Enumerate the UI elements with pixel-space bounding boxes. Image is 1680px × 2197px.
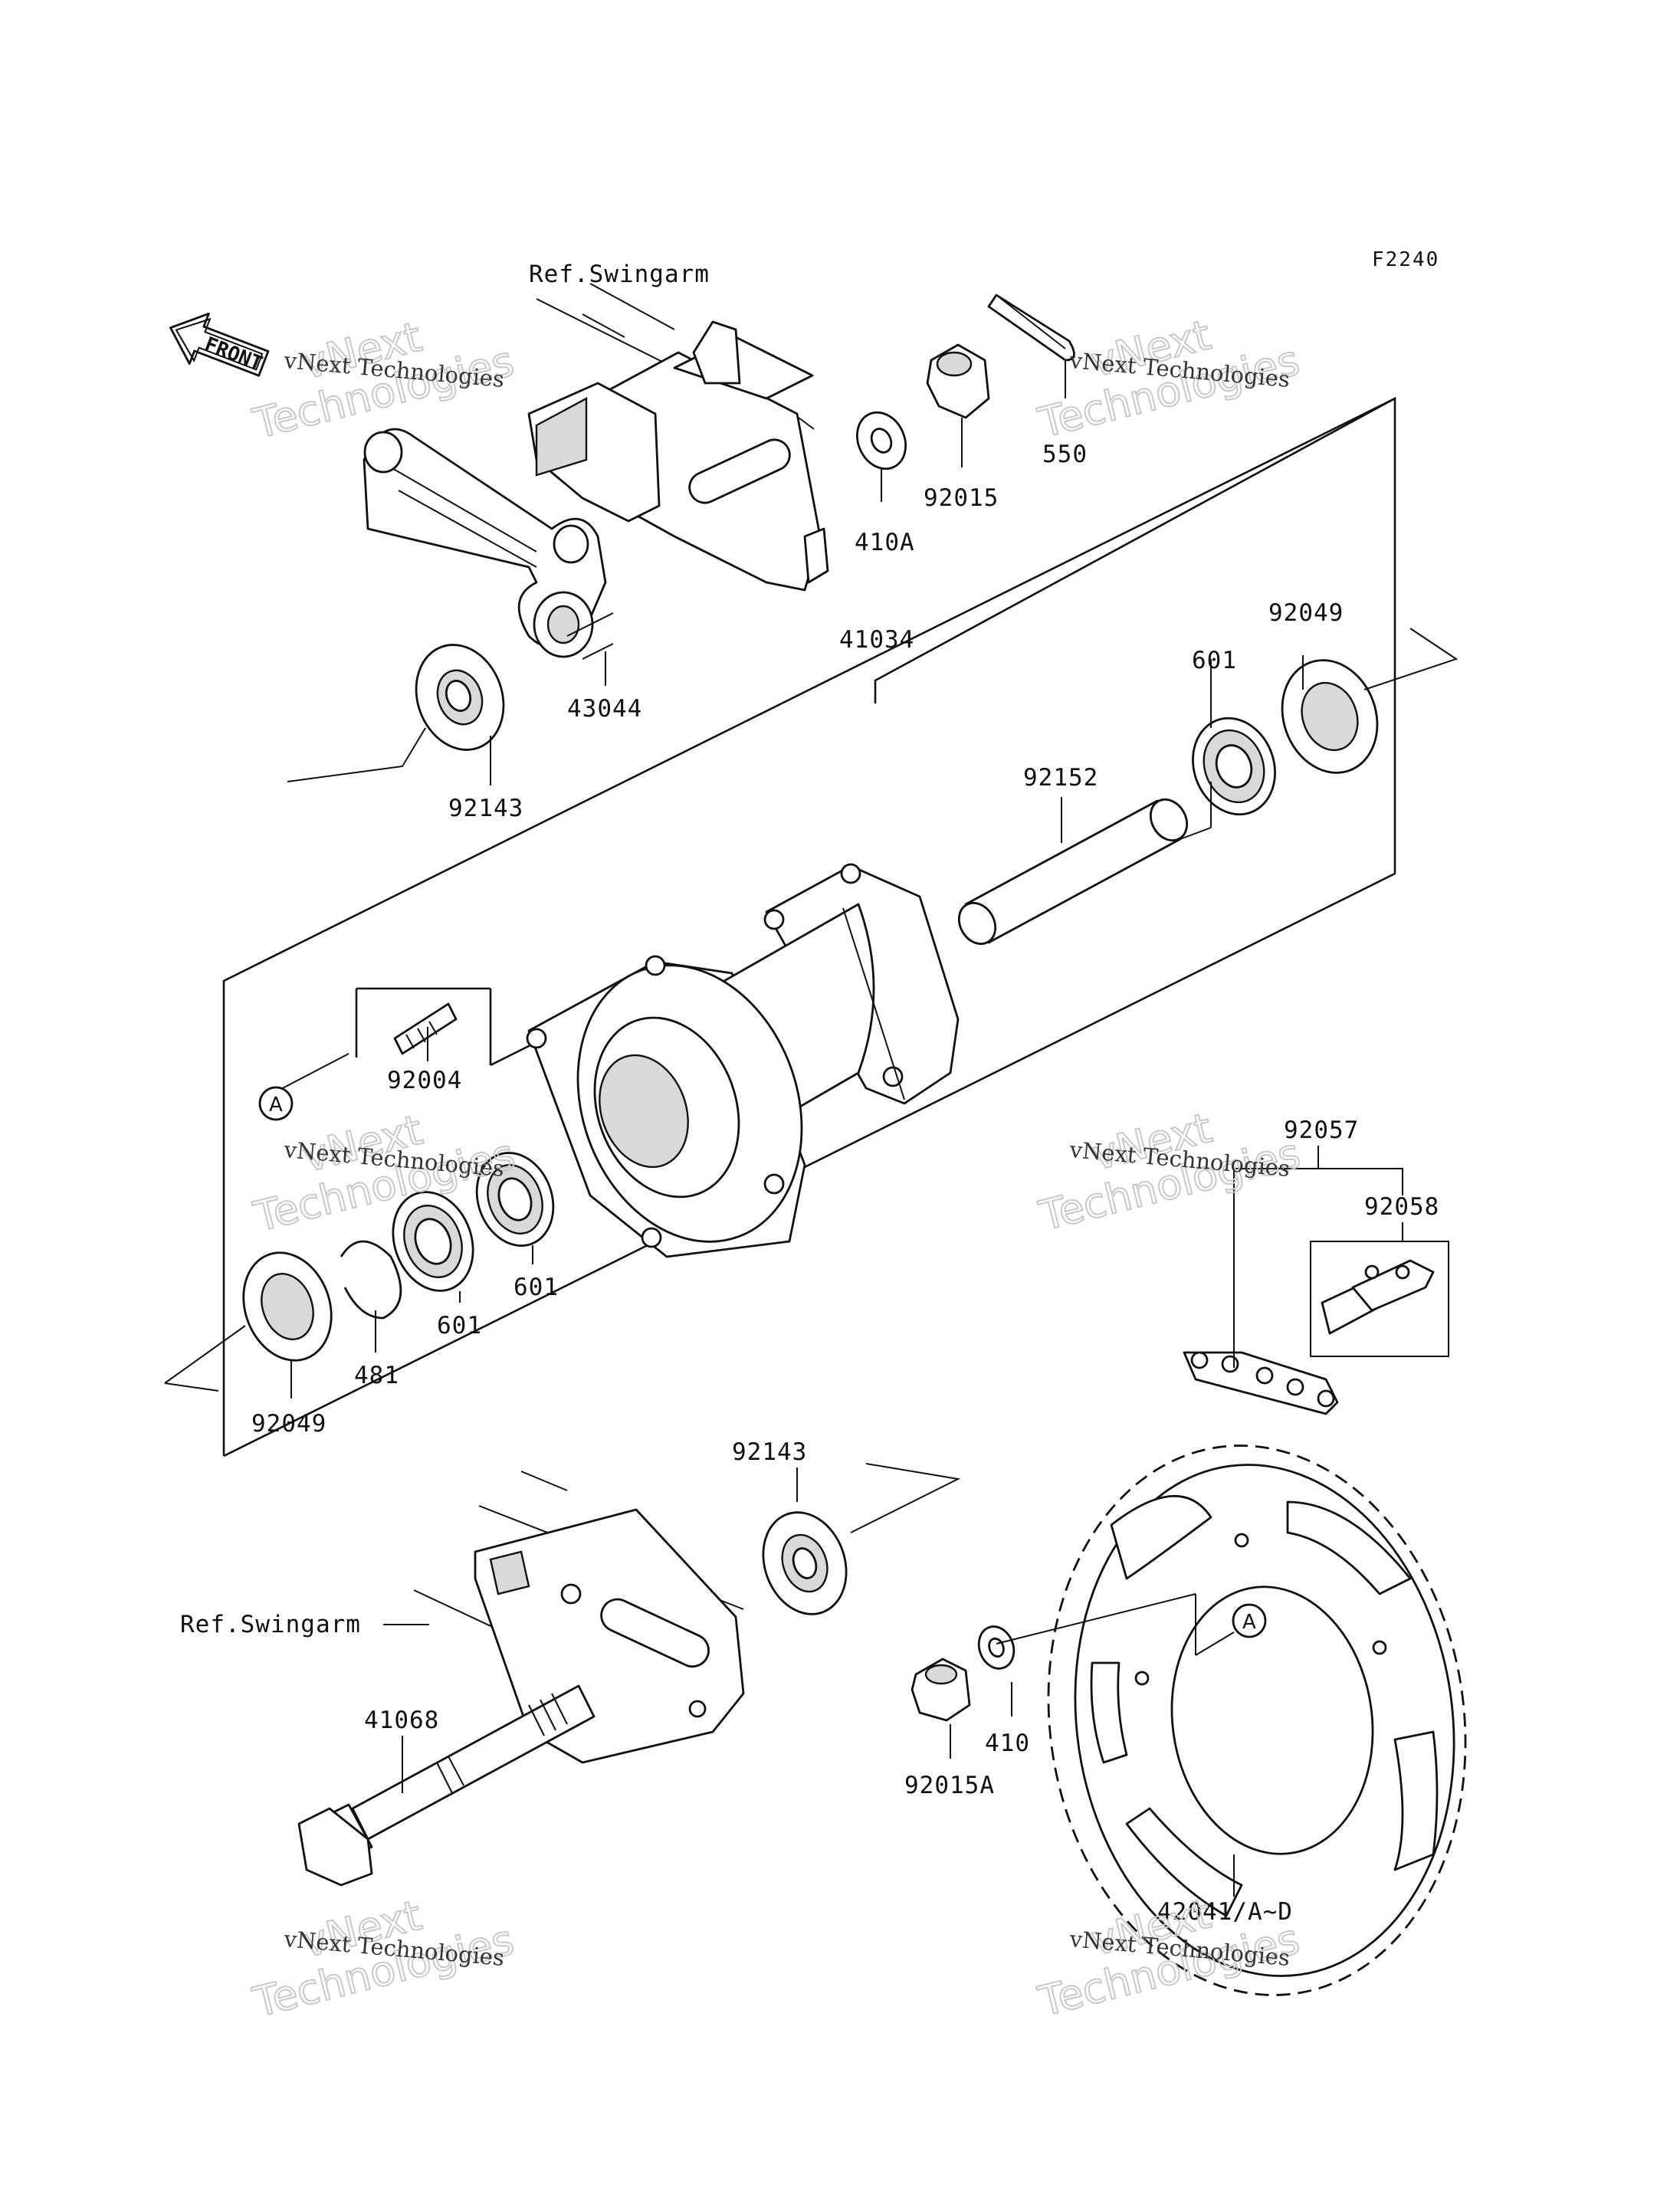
part-410A: 410A [855,529,915,556]
collar-92143-bottom [762,1511,848,1615]
cotter-pin-550 [987,293,1075,362]
axis-wedges [164,628,1459,1533]
drive-chain-92057 [1183,1351,1339,1415]
part-410: 410 [985,1730,1030,1757]
part-550: 550 [1042,441,1088,468]
ref-swingarm-bottom: Ref.Swingarm [180,1611,361,1638]
part-481: 481 [354,1362,399,1389]
swingarm-bracket-top [527,298,829,592]
master-link-92058 [1310,1241,1449,1357]
part-92143-bottom: 92143 [732,1438,807,1466]
part-42041: 42041/A~D [1157,1898,1293,1926]
part-92049-top: 92049 [1268,599,1344,627]
marker-a-sprocket-letter: A [1242,1611,1256,1634]
oil-seal-92049-top [1281,659,1379,774]
washer-410 [977,1625,1016,1670]
marker-a-left: A [258,1086,294,1121]
part-601-b: 601 [437,1312,482,1340]
sprocket-42041 [1047,1444,1467,1996]
marker-a-sprocket: A [1232,1603,1267,1638]
nut-92015 [926,343,990,419]
part-601-a: 601 [514,1274,559,1301]
washer-410A [856,411,907,471]
figure-code: F2240 [1372,248,1439,271]
part-92057: 92057 [1284,1117,1359,1144]
front-arrow-icon: FRONT [169,312,270,377]
part-601-top: 601 [1192,647,1237,674]
ref-swingarm-top: Ref.Swingarm [529,261,710,288]
oil-seal-92049-bottom [242,1251,333,1362]
part-92143-top: 92143 [448,795,523,822]
part-92049-bottom: 92049 [251,1410,326,1438]
part-41068: 41068 [364,1707,439,1734]
nut-92015A [911,1658,971,1722]
part-43044: 43044 [567,695,642,723]
circlip-481 [340,1240,402,1320]
part-92152: 92152 [1023,764,1098,792]
spacer-92152 [957,798,1189,946]
swingarm-bracket-bottom [413,1471,745,1764]
axle-41068 [297,1684,596,1887]
part-41034: 41034 [839,626,914,654]
rear-hub-41034 [526,863,960,1258]
part-92058: 92058 [1364,1193,1439,1221]
part-92015: 92015 [924,484,999,512]
collar-92143-top [415,644,505,751]
marker-a-left-letter: A [269,1094,283,1117]
bearing-601-left-a [475,1152,555,1247]
bearing-601-left-b [392,1191,474,1292]
exploded-frame-lines [222,396,1396,1458]
part-92004: 92004 [387,1067,462,1094]
bearing-601-top [1192,716,1276,816]
part-92015A: 92015A [904,1772,995,1799]
chain-adjuster-43044 [363,428,614,660]
stud-92004 [393,1002,458,1055]
